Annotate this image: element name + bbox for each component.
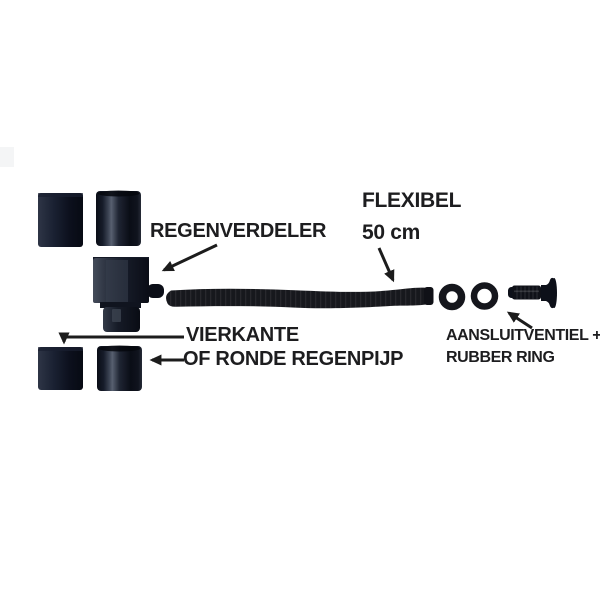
flexible-hose (166, 287, 434, 309)
square-downpipe-bottom (38, 347, 83, 390)
label-of-ronde-regenpijp: OF RONDE REGENPIJP (183, 348, 404, 370)
label-vierkante: VIERKANTE (186, 324, 299, 346)
round-downpipe-top (96, 190, 141, 246)
arrow-vierkante (58, 332, 184, 345)
arrow-flexibel (377, 247, 395, 283)
connection-valve (508, 277, 557, 309)
label-flexibel: FLEXIBEL (362, 189, 462, 212)
square-downpipe-top (38, 193, 83, 247)
label-flexibel-size: 50 cm (362, 221, 421, 244)
rubber-ring-2 (470, 282, 499, 310)
label-aansluitventiel: AANSLUITVENTIEL + (446, 327, 600, 344)
rubber-ring-1 (438, 283, 466, 311)
round-downpipe-bottom (97, 345, 142, 391)
scan-artifact (0, 147, 14, 167)
arrow-regenverdeler (161, 243, 218, 272)
rain-diverter (93, 257, 164, 332)
label-regenverdeler: REGENVERDELER (150, 220, 327, 242)
annotation-arrows (58, 243, 533, 366)
label-rubber-ring: RUBBER RING (446, 349, 555, 366)
arrow-aansluitventiel (506, 311, 533, 330)
